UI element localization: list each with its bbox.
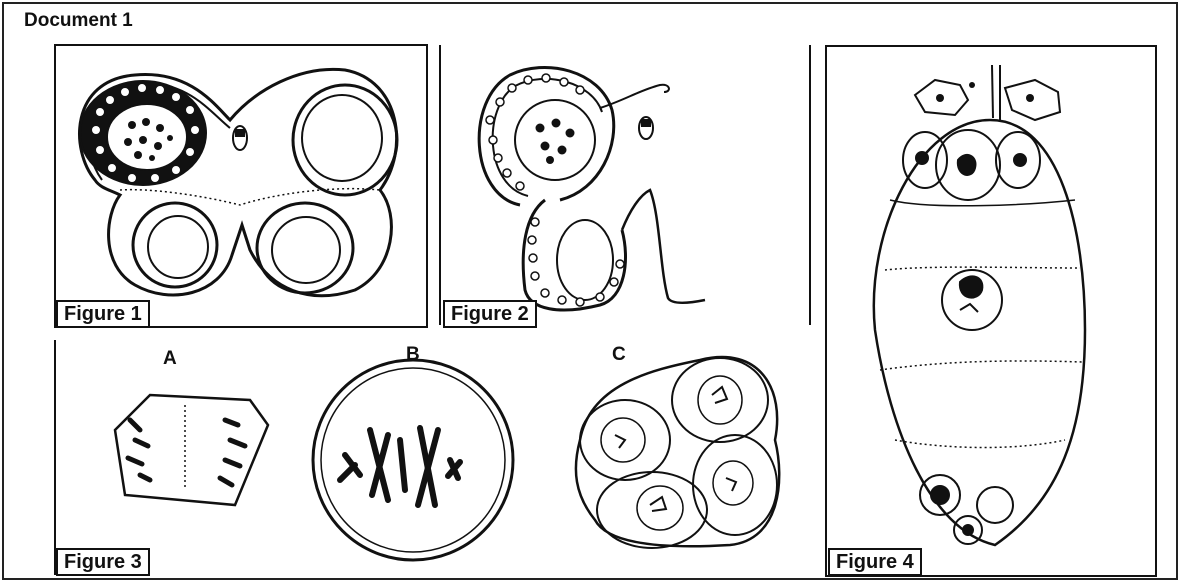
panel-label-c: C [612,344,626,366]
figure-3-drawing [55,340,779,575]
figure-2-label: Figure 2 [443,300,537,328]
figure-3-label: Figure 3 [56,548,150,576]
figure-2-drawing [440,45,810,325]
figure-4-label: Figure 4 [828,548,922,576]
figure-1-drawing [55,45,427,327]
figure-4-drawing [826,46,1156,576]
panel-label-b: B [406,344,420,366]
figure-1-label: Figure 1 [56,300,150,328]
panel-label-a: A [163,348,177,370]
